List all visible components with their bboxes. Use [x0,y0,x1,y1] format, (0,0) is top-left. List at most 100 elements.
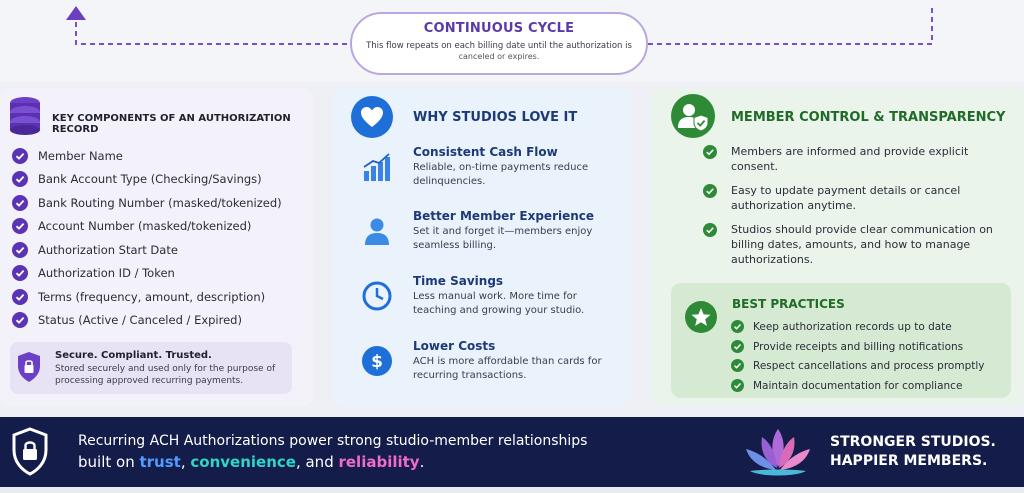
why-studios-card: WHY STUDIOS LOVE IT Consistent Cash Flow… [333,88,631,406]
cycle-title: CONTINUOUS CYCLE [423,21,575,36]
benefit-item: $ Lower Costs ACH is more affordable tha… [333,339,631,399]
control-item-text: Studios should provide clear communicati… [731,223,993,266]
user-shield-icon [678,104,709,132]
component-label: Terms (frequency, amount, description) [38,289,266,304]
key-components-list: Member Name Bank Account Type (Checking/… [12,144,282,332]
member-badge [671,94,715,138]
shield-lock-icon [18,352,40,382]
key-components-title: KEY COMPONENTS OF AN AUTHORIZATION RECOR… [52,113,291,135]
list-item: Bank Routing Number (masked/tokenized) [12,191,282,215]
benefit-text: Set it and forget it—members enjoy seaml… [413,226,593,251]
cycle-description: This flow repeats on each billing date u… [366,41,632,51]
member-control-title: MEMBER CONTROL & TRANSPARENCY [731,110,1006,125]
list-item: Authorization Start Date [12,238,282,262]
shield-lock-icon [12,427,48,476]
list-item: Keep authorization records up to date [731,320,985,340]
keyword-trust: trust [139,453,181,471]
check-badge-icon [12,171,28,188]
check-badge-icon [12,312,28,329]
footer-end: . [419,453,425,471]
footer-sep-1: , [180,453,191,471]
footer-banner: Recurring ACH Authorizations power stron… [0,417,1024,487]
benefit-text: ACH is more affordable than cards for re… [413,356,602,381]
check-badge-icon [12,241,28,258]
benefit-title: Better Member Experience [413,209,595,223]
bar-chart-icon [363,153,390,181]
best-practices-list: Keep authorization records up to date Pr… [731,320,985,398]
component-label: Bank Routing Number (masked/tokenized) [38,195,282,210]
benefit-text: Reliable, on-time payments reduce delinq… [413,162,589,187]
footer-line-2: built on trust, convenience, and reliabi… [78,453,424,471]
clock-icon [362,281,392,311]
list-item: Maintain documentation for compliance [731,378,985,399]
person-icon [365,218,389,245]
list-item: Member Name [12,144,282,168]
benefit-item: Consistent Cash Flow Reliable, on-time p… [333,145,631,205]
check-circle-icon [731,320,744,333]
check-circle-icon [703,223,717,237]
key-components-card: KEY COMPONENTS OF AN AUTHORIZATION RECOR… [0,88,313,406]
list-item: Status (Active / Canceled / Expired) [12,309,282,333]
continuous-cycle-section: CONTINUOUS CYCLE This flow repeats on ea… [0,0,1024,82]
member-control-list: Members are informed and provide explici… [703,144,1003,276]
list-item: Provide receipts and billing notificatio… [731,339,985,360]
footer-sep-2: , and [295,453,339,471]
heart-icon [361,107,383,127]
secure-title: Secure. Compliant. Trusted. [55,350,212,361]
list-item: Respect cancellations and process prompt… [731,359,985,379]
control-item-text: Easy to update payment details or cancel… [731,184,961,212]
keyword-reliability: reliability [338,453,420,471]
check-circle-icon [731,378,744,392]
component-label: Status (Active / Canceled / Expired) [38,313,242,328]
check-badge-icon [12,265,28,282]
practice-text: Provide receipts and billing notificatio… [753,340,964,353]
benefit-title: Time Savings [413,274,504,288]
benefit-title: Lower Costs [413,339,496,353]
lotus-logo-icon [746,429,810,476]
practice-text: Maintain documentation for compliance [753,379,963,392]
check-badge-icon [12,194,28,211]
check-circle-icon [731,359,744,372]
list-item: Account Number (masked/tokenized) [12,215,282,239]
secure-callout: Secure. Compliant. Trusted. Stored secur… [10,342,292,394]
check-badge-icon [12,218,28,235]
list-item: Bank Account Type (Checking/Savings) [12,168,282,192]
footer-line-1: Recurring ACH Authorizations power stron… [78,433,588,449]
component-label: Member Name [38,148,123,163]
member-control-card: MEMBER CONTROL & TRANSPARENCY Members ar… [651,88,1024,406]
check-badge-icon [12,147,28,164]
check-circle-icon [703,184,717,198]
component-label: Authorization ID / Token [38,266,175,281]
list-item: Terms (frequency, amount, description) [12,285,282,309]
check-badge-icon [12,288,28,305]
list-item: Studios should provide clear communicati… [703,222,1003,267]
keyword-convenience: convenience [190,453,296,471]
star-badge [685,301,717,333]
tagline-2: HAPPIER MEMBERS. [830,453,988,469]
list-item: Easy to update payment details or cancel… [703,183,1003,213]
database-icon [10,97,40,135]
benefit-item: Better Member Experience Set it and forg… [333,209,631,269]
footer-prefix: built on [78,453,140,471]
heart-badge [351,96,393,138]
list-item: Authorization ID / Token [12,262,282,286]
best-practices-box: BEST PRACTICES Keep authorization record… [671,283,1011,398]
cycle-arrow [66,4,933,45]
dollar-icon: $ [362,346,392,376]
cycle-description-cont: canceled or expires. [458,52,540,61]
secure-text: Stored securely and used only for the pu… [55,364,276,386]
practice-text: Keep authorization records up to date [753,321,952,333]
benefit-text: Less manual work. More time for teaching… [413,291,585,316]
control-item-text: Members are informed and provide explici… [731,145,969,173]
component-label: Account Number (masked/tokenized) [38,219,252,234]
benefit-title: Consistent Cash Flow [413,145,558,159]
component-label: Bank Account Type (Checking/Savings) [38,172,262,187]
cycle-pill: CONTINUOUS CYCLE This flow repeats on ea… [350,12,648,75]
list-item: Members are informed and provide explici… [703,144,1003,174]
practice-text: Respect cancellations and process prompt… [753,360,985,372]
tagline-1: STRONGER STUDIOS. [830,434,996,450]
benefit-item: Time Savings Less manual work. More time… [333,274,631,334]
check-circle-icon [731,339,744,353]
svg-text:$: $ [371,352,383,372]
bottom-strip [0,487,1024,493]
